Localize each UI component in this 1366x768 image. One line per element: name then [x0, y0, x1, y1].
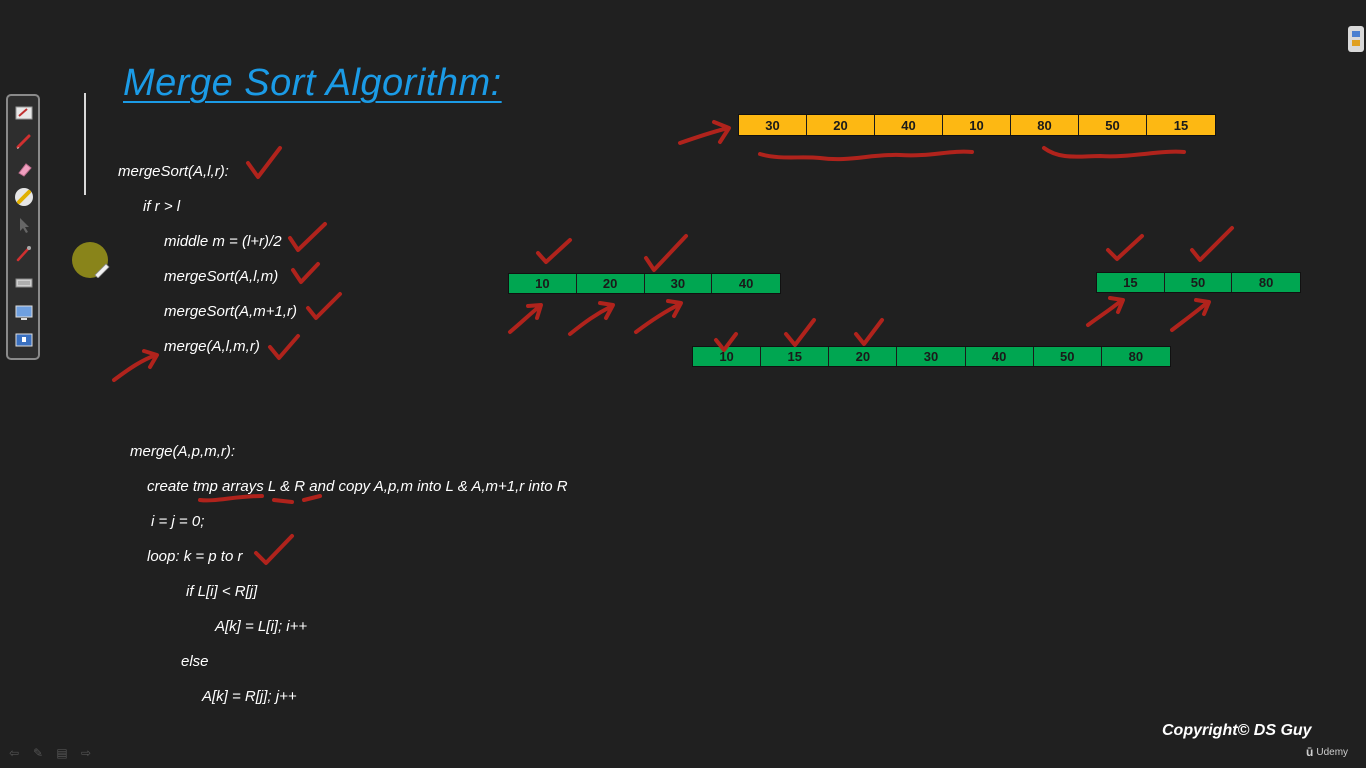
- array-cell: 50: [1079, 115, 1147, 135]
- checkmark: [268, 334, 300, 360]
- corner-widget-icon[interactable]: [1348, 26, 1364, 52]
- array-cell: 50: [1033, 347, 1102, 366]
- pen-small-icon[interactable]: ✎: [32, 746, 44, 760]
- code-line-else: else: [181, 653, 209, 670]
- checkmark: [536, 238, 572, 264]
- code-line-merge-call: merge(A,l,m,r): [164, 338, 260, 355]
- array-cell: 80: [1101, 347, 1170, 366]
- eraser-icon[interactable]: [13, 158, 35, 180]
- array-cell: 40: [875, 115, 943, 135]
- array-cell: 15: [1147, 115, 1215, 135]
- arrow: [112, 349, 159, 382]
- arrow: [1086, 296, 1125, 327]
- code-line-assign-right: A[k] = R[j]; j++: [202, 688, 297, 705]
- copyright-text: Copyright© DS Guy: [1162, 722, 1312, 739]
- array-cell: 80: [1011, 115, 1079, 135]
- array-cell: 30: [897, 347, 966, 366]
- keyboard-icon[interactable]: [13, 272, 35, 294]
- code-line-if: if r > l: [143, 198, 181, 215]
- underline-squiggle: [198, 494, 322, 504]
- menu-icon[interactable]: ▤: [56, 746, 68, 760]
- whiteboard-icon[interactable]: [13, 102, 35, 124]
- checkmark: [254, 534, 294, 565]
- divider-line: [84, 93, 86, 195]
- underline-squiggle: [1042, 146, 1186, 159]
- checkmark: [1190, 226, 1234, 262]
- checkmark: [784, 318, 816, 347]
- pen-icon[interactable]: [13, 130, 35, 152]
- udemy-logo-icon: ū: [1306, 745, 1314, 759]
- pen-cursor-icon: [94, 263, 110, 278]
- back-arrow-icon[interactable]: ⇦: [8, 746, 20, 760]
- checkmark: [306, 292, 342, 320]
- array-cell: 20: [807, 115, 875, 135]
- arrow: [678, 120, 731, 145]
- array-cell: 15: [761, 347, 830, 366]
- code-line-loop: loop: k = p to r: [147, 548, 243, 565]
- checkmark: [1106, 234, 1144, 261]
- code-line-merge-signature: merge(A,p,m,r):: [130, 443, 236, 460]
- checkmark: [246, 146, 282, 179]
- brush-icon[interactable]: [13, 242, 35, 264]
- arrow: [634, 299, 683, 334]
- slide-title: Merge Sort Algorithm:: [123, 62, 502, 104]
- array-cell: 50: [1164, 273, 1233, 292]
- checkmark: [854, 318, 884, 346]
- arrow: [568, 301, 615, 336]
- array-cell: 10: [693, 347, 762, 366]
- code-line-init-ij: i = j = 0;: [151, 513, 205, 530]
- code-line-create-tmp: create tmp arrays L & R and copy A,p,m i…: [147, 478, 568, 495]
- screen-icon[interactable]: [13, 302, 35, 324]
- forward-arrow-icon[interactable]: ⇨: [80, 746, 92, 760]
- array-cell: 20: [576, 274, 645, 293]
- array-cell: 20: [829, 347, 898, 366]
- code-line-middle: middle m = (l+r)/2: [164, 233, 282, 250]
- checkmark: [288, 222, 327, 252]
- code-line-mergesort-signature: mergeSort(A,l,r):: [118, 163, 229, 180]
- array-cell: 10: [943, 115, 1011, 135]
- pointer-icon[interactable]: [13, 214, 35, 236]
- array-cell: 30: [739, 115, 807, 135]
- array-cell: 10: [509, 274, 577, 293]
- array-cell: 80: [1232, 273, 1300, 292]
- code-line-assign-left: A[k] = L[i]; i++: [215, 618, 308, 635]
- desktop-icon[interactable]: [13, 330, 35, 352]
- checkmark: [291, 262, 320, 284]
- code-line-mergesort-left: mergeSort(A,l,m): [164, 268, 279, 285]
- array-cell: 15: [1097, 273, 1165, 292]
- checkmark: [644, 234, 688, 272]
- code-line-mergesort-right: mergeSort(A,m+1,r): [164, 303, 297, 320]
- array-cell: 40: [965, 347, 1034, 366]
- highlighter-icon[interactable]: [13, 186, 35, 208]
- slide-navigation: ⇦ ✎ ▤ ⇨: [6, 746, 94, 760]
- arrow: [508, 303, 543, 334]
- annotation-toolbar: [6, 94, 40, 360]
- array-cell: 40: [712, 274, 780, 293]
- code-line-if-compare: if L[i] < R[j]: [186, 583, 258, 600]
- udemy-watermark-label: Udemy: [1316, 746, 1349, 758]
- udemy-watermark: ū Udemy: [1306, 745, 1348, 759]
- underline-squiggle: [758, 149, 974, 162]
- arrow: [1170, 298, 1211, 332]
- array-cell: 30: [644, 274, 713, 293]
